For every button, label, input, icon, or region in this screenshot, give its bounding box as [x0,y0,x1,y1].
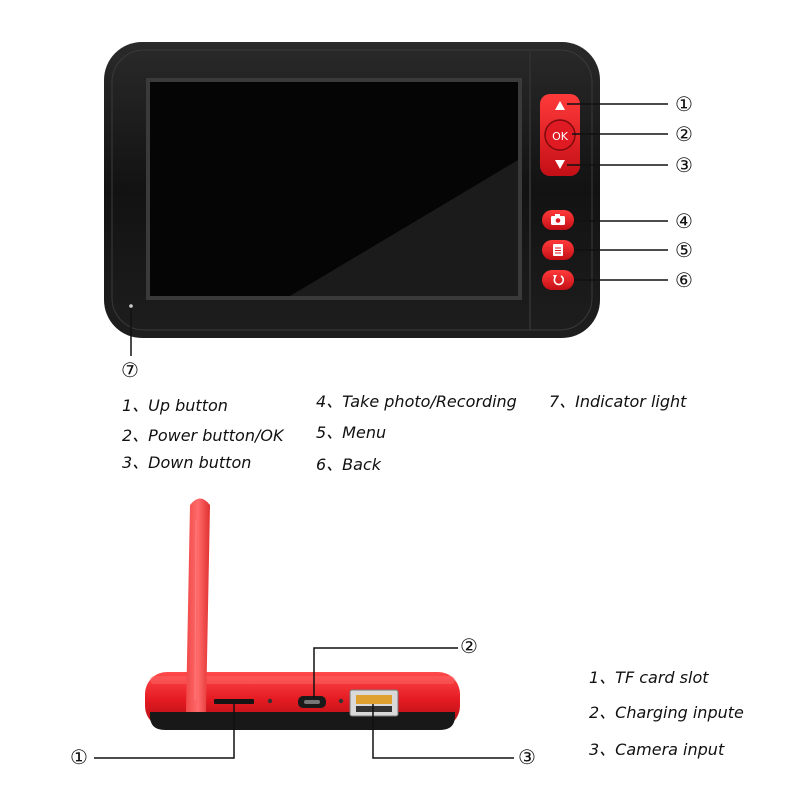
callout-up: ① [675,92,693,116]
legend-charging-input: 2、Charging inpute [589,703,744,722]
tf-card-slot[interactable] [214,699,254,704]
legend-up-button: 1、Up button [122,396,228,415]
legend-back: 6、Back [316,455,382,474]
legend-take-photo: 4、Take photo/Recording [316,392,517,411]
antenna [186,498,210,712]
camera-icon [551,214,565,225]
callout-tf-slot: ① [70,745,88,769]
legend-camera-input: 3、Camera input [589,740,725,759]
receiver-bottom [145,498,460,730]
menu-icon [553,244,563,256]
down-triangle-icon [555,160,565,169]
monitor-front: OK [104,42,600,338]
ok-button[interactable] [544,119,576,151]
legend-indicator-light: 7、Indicator light [549,392,687,411]
legend-tf-card-slot: 1、TF card slot [589,668,709,687]
callout-back: ⑥ [675,268,693,292]
indicator-light [129,304,133,308]
back-icon [553,275,565,286]
ok-button-label: OK [552,130,569,143]
callout-charging: ② [460,634,478,658]
legend-power-button: 2、Power button/OK [122,426,284,445]
legend-menu: 5、Menu [316,423,387,442]
callout-ok: ② [675,122,693,146]
front-leader-lines [130,103,668,356]
callout-indicator: ⑦ [121,358,139,382]
legend-down-button: 3、Down button [122,453,252,472]
callout-photo: ④ [675,209,693,233]
callout-camera-input: ③ [518,745,536,769]
bottom-leader-lines [94,647,514,759]
callout-down: ③ [675,153,693,177]
up-triangle-icon [555,101,565,110]
back-button[interactable] [542,270,574,290]
callout-menu: ⑤ [675,238,693,262]
